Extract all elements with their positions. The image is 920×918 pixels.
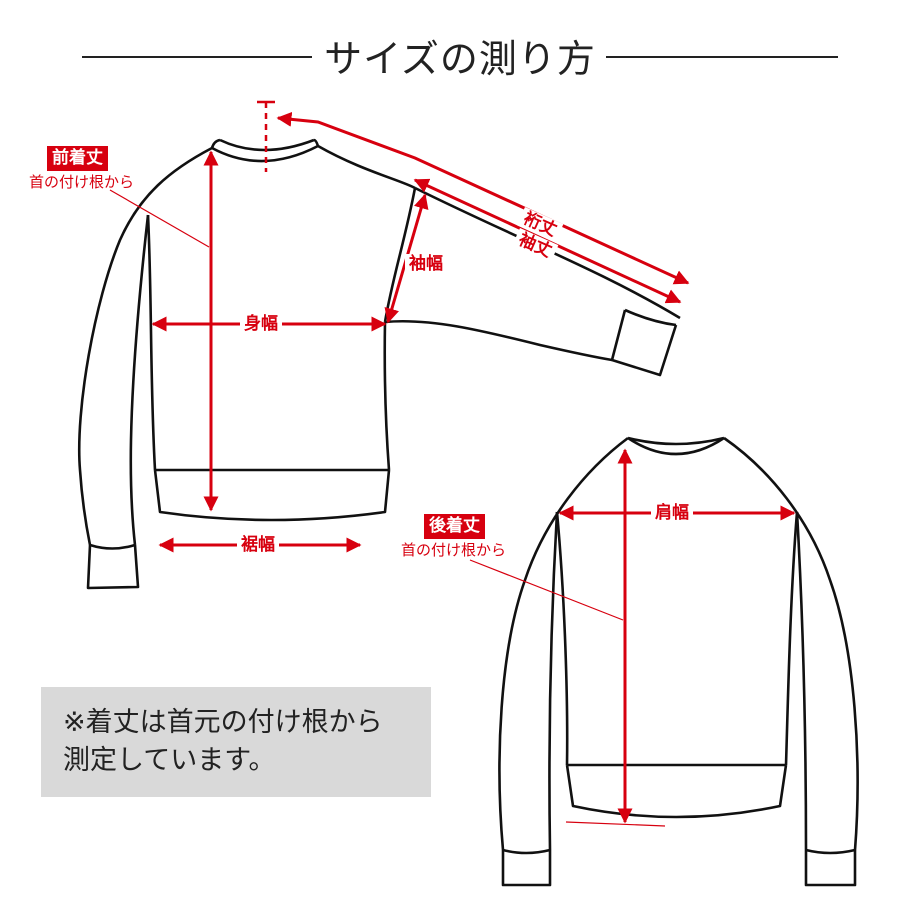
title-rule-right bbox=[606, 56, 838, 58]
measurement-note: ※着丈は首元の付け根から 測定しています。 bbox=[41, 687, 431, 797]
shoulder-width-label: 肩幅 bbox=[651, 503, 693, 523]
body-width-label: 身幅 bbox=[240, 314, 282, 334]
title-rule-left bbox=[82, 56, 312, 58]
sleeve-width-label: 袖幅 bbox=[405, 254, 447, 274]
back-sweatshirt bbox=[498, 436, 859, 887]
back-length-leader bbox=[469, 559, 624, 621]
yuki-arrow bbox=[276, 111, 690, 285]
front-sweatshirt bbox=[77, 138, 681, 590]
front-length-leader bbox=[109, 189, 210, 248]
front-length-sub: 首の付け根から bbox=[29, 173, 135, 191]
note-line-2: 測定しています。 bbox=[63, 745, 276, 776]
neck-point-marker bbox=[257, 100, 275, 172]
front-length-tag: 前着丈 bbox=[47, 146, 108, 171]
hem-width-label: 裾幅 bbox=[237, 535, 279, 555]
back-hem-leader bbox=[565, 821, 666, 827]
note-line-1: ※着丈は首元の付け根から bbox=[63, 707, 383, 738]
back-length-sub: 首の付け根から bbox=[401, 541, 507, 559]
page-title: サイズの測り方 bbox=[324, 37, 596, 81]
back-length-tag: 後着丈 bbox=[424, 514, 485, 539]
